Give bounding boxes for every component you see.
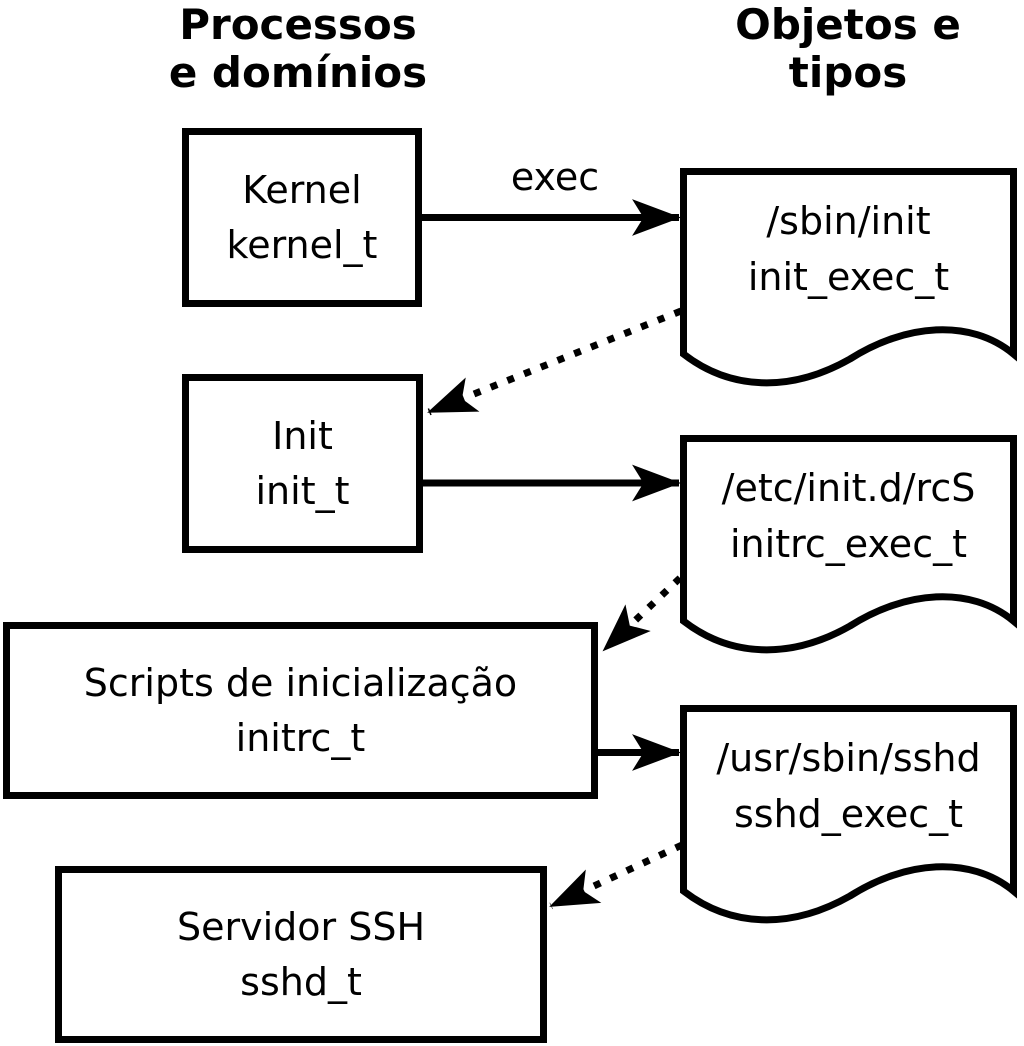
process-box-ssh-server: Servidor SSH sshd_t bbox=[55, 866, 547, 1043]
process-box-init-scripts: Scripts de inicialização initrc_t bbox=[3, 622, 598, 799]
transition-arrow-to-sshd bbox=[549, 841, 684, 910]
process-label: Scripts de inicialização bbox=[83, 660, 518, 705]
process-label: Kernel bbox=[242, 167, 362, 212]
object-path: /sbin/init bbox=[766, 199, 931, 243]
header-line: e domínios bbox=[168, 48, 428, 97]
object-path: /etc/init.d/rcS bbox=[721, 466, 976, 510]
object-doc-usr-sbin-sshd: /usr/sbin/sshd sshd_exec_t bbox=[680, 730, 1017, 842]
header-line: Objetos e bbox=[735, 0, 961, 49]
transition-arrow-to-initrc bbox=[601, 575, 683, 653]
object-doc-etc-initd-rcs: /etc/init.d/rcS initrc_exec_t bbox=[680, 460, 1017, 572]
process-domain: kernel_t bbox=[226, 222, 378, 267]
object-doc-sbin-init: /sbin/init init_exec_t bbox=[680, 193, 1017, 305]
header-line: tipos bbox=[788, 48, 908, 97]
process-box-init: Init init_t bbox=[182, 374, 423, 553]
object-type: sshd_exec_t bbox=[733, 792, 963, 836]
process-label: Servidor SSH bbox=[176, 904, 426, 949]
process-box-kernel: Kernel kernel_t bbox=[182, 128, 422, 307]
column-header-processes: Processos e domínios bbox=[88, 1, 508, 97]
process-domain: initrc_t bbox=[235, 715, 366, 760]
object-type: init_exec_t bbox=[747, 255, 950, 299]
object-type: initrc_exec_t bbox=[730, 522, 967, 566]
exec-arrow-label: exec bbox=[510, 155, 600, 199]
transition-arrow-to-init bbox=[427, 307, 683, 416]
process-domain: init_t bbox=[255, 468, 350, 513]
object-path: /usr/sbin/sshd bbox=[716, 736, 981, 780]
process-domain: sshd_t bbox=[240, 959, 362, 1004]
process-label: Init bbox=[272, 413, 333, 458]
header-line: Processos bbox=[179, 0, 417, 49]
column-header-objects: Objetos e tipos bbox=[638, 1, 1024, 97]
